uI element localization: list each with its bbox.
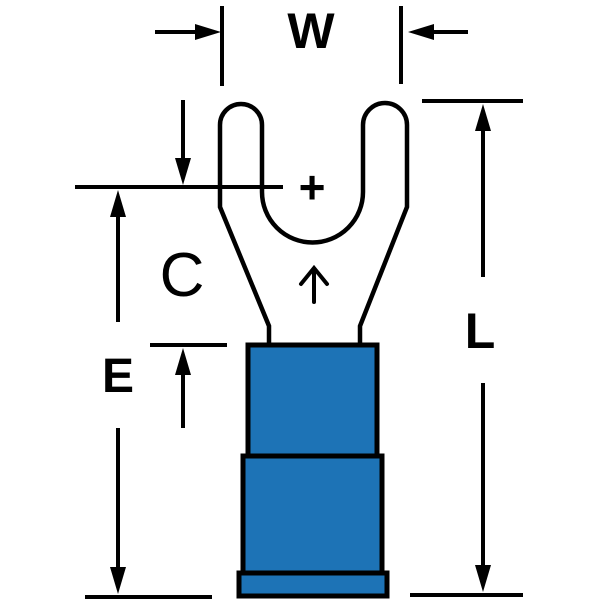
insulation-barrel-middle <box>240 453 385 577</box>
e-arrow-bottom-head <box>110 567 126 594</box>
insulation-barrel-flare <box>236 570 390 599</box>
w-arrow-right-head <box>408 24 434 40</box>
insulation-barrel-upper <box>245 342 380 460</box>
fork-terminal-outline <box>217 100 410 353</box>
l-dimension: L <box>410 99 523 597</box>
e-label: E <box>102 350 134 403</box>
l-arrow-top-head <box>475 104 491 131</box>
w-label: W <box>287 3 335 59</box>
l-arrow-bottom-head <box>475 565 491 592</box>
c-label: C <box>160 241 205 310</box>
c-arrow-bottom-head <box>175 348 191 375</box>
c-arrow-top-head <box>175 158 191 185</box>
w-arrow-left-head <box>195 24 221 40</box>
slot-center-mark: + <box>299 161 326 213</box>
insert-direction-arrow-icon <box>299 264 329 304</box>
l-label: L <box>465 303 496 359</box>
c-dimension: C <box>160 100 205 428</box>
e-arrow-top-head <box>110 190 126 217</box>
w-dimension: W <box>155 3 468 86</box>
e-dimension: E <box>102 190 134 594</box>
